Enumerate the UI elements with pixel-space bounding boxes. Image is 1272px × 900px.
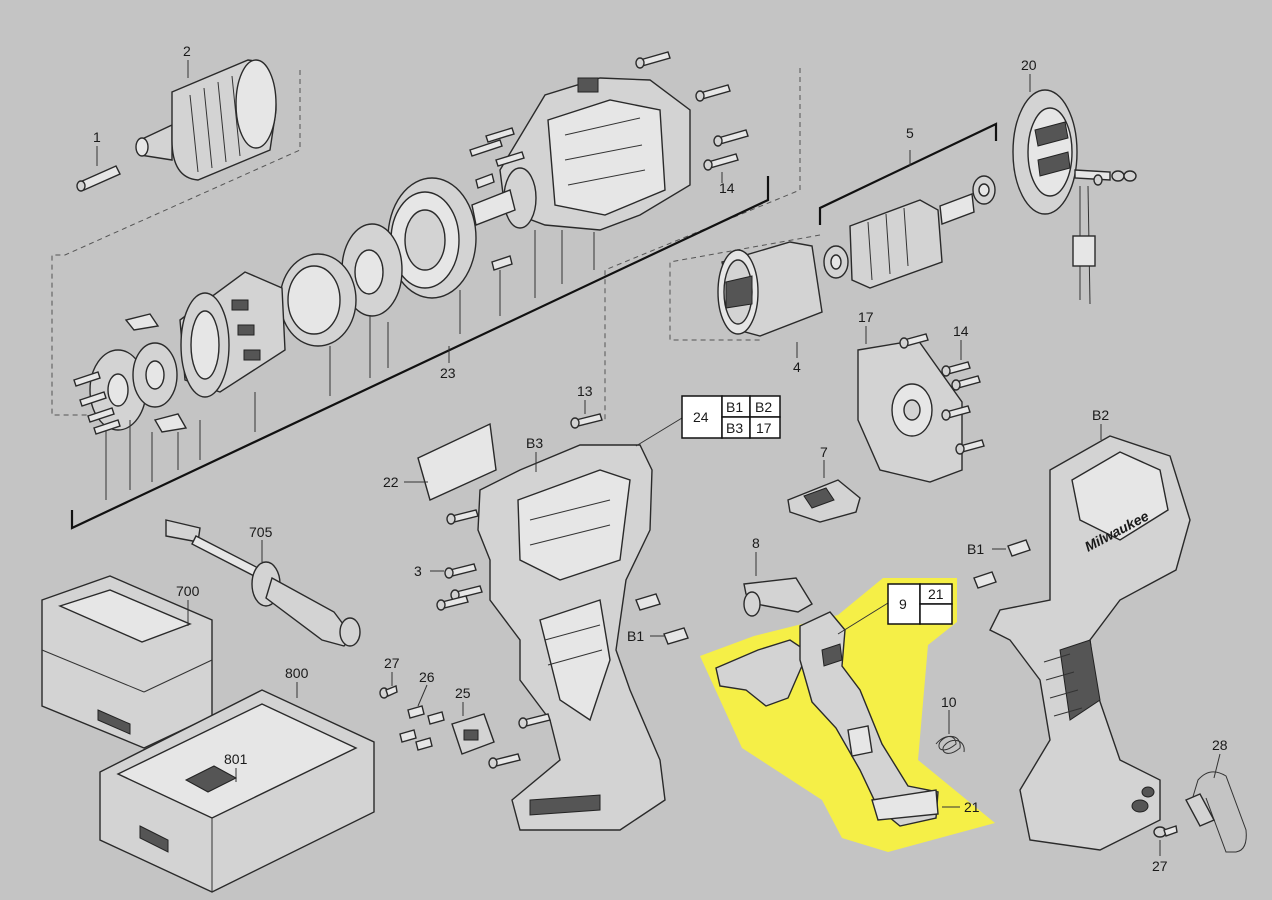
label-800: 800: [285, 665, 309, 681]
label-26: 26: [419, 669, 435, 685]
screw-27-left: [379, 685, 398, 699]
label-10: 10: [941, 694, 957, 710]
label-705: 705: [249, 524, 273, 540]
pins-b1-left: [635, 593, 689, 645]
housing-b3-part: [477, 444, 666, 831]
motor-bracket-part: [857, 339, 963, 483]
trigger-switch-part: [715, 611, 939, 827]
screws-clutch: [73, 371, 121, 435]
screw-27-right: [1153, 825, 1178, 838]
connector-25: [451, 713, 495, 755]
screws-board: [1093, 170, 1137, 186]
kit24-cell-b3: B3: [726, 420, 743, 436]
label-7: 7: [820, 444, 828, 460]
pins-gearbox: [469, 127, 525, 271]
label-2: 2: [183, 43, 191, 59]
screws-14-upper: [635, 51, 749, 171]
part-labels: 2 1 14 20 5 23 4 17 14 13 B3 22 3 B1 7 8…: [93, 43, 1228, 874]
rotor-part: [823, 175, 996, 289]
clutch-collar-part: [179, 271, 286, 398]
kit24-cell-b1: B1: [726, 399, 743, 415]
label-4: 4: [793, 359, 801, 375]
pins-b1-right: [973, 539, 1031, 589]
label-b2: B2: [1092, 407, 1109, 423]
label-sticker-part: [417, 422, 497, 501]
label-b3: B3: [526, 435, 543, 451]
label-b1-right: B1: [967, 541, 984, 557]
chuck-dash-outline: [51, 70, 301, 416]
label-1: 1: [93, 129, 101, 145]
brace-23: [70, 176, 770, 530]
stator-part: [717, 241, 823, 337]
clips-26: [399, 705, 445, 751]
leader-lines: [96, 60, 1221, 856]
label-14-lower: 14: [953, 323, 969, 339]
case-800-part: [99, 689, 375, 893]
label-801: 801: [224, 751, 248, 767]
label-27-right: 27: [1152, 858, 1168, 874]
belt-clip-part: [1185, 771, 1247, 853]
label-13: 13: [577, 383, 593, 399]
label-3: 3: [414, 563, 422, 579]
label-21: 21: [964, 799, 980, 815]
label-17: 17: [858, 309, 874, 325]
side-handle-part: [165, 519, 361, 647]
label-27-left: 27: [384, 655, 400, 671]
label-22: 22: [383, 474, 399, 490]
gear-housing-part: [499, 77, 691, 231]
kit24-cell-17: 17: [756, 420, 772, 436]
kit9-cell-21: 21: [928, 586, 944, 602]
screws-13-3: [436, 413, 603, 769]
kit24-cell-b2: B2: [755, 399, 772, 415]
brace-5: [818, 122, 998, 225]
label-b1-left: B1: [627, 628, 644, 644]
kit-box-9: 9 21: [887, 583, 953, 625]
clutch-disc-part: [279, 253, 357, 347]
kit24-main: 24: [693, 409, 709, 425]
ring-gear-part: [387, 177, 477, 299]
screws-14-lower: [899, 333, 985, 455]
fr-switch-part: [787, 479, 861, 523]
chuck-part: [135, 59, 277, 181]
stator-dash-outline: [669, 234, 821, 341]
trigger-lever-part: [743, 577, 813, 617]
housing-b2-part: [989, 435, 1191, 851]
label-28: 28: [1212, 737, 1228, 753]
kit9-main: 9: [899, 596, 907, 612]
label-20: 20: [1021, 57, 1037, 73]
kit-box-24: 24 B1 B2 B3 17: [681, 395, 781, 439]
spindle-shaft: [471, 189, 516, 226]
label-8: 8: [752, 535, 760, 551]
label-5: 5: [906, 125, 914, 141]
case-700-part: [41, 575, 213, 749]
spring-part: [935, 735, 965, 754]
label-25: 25: [455, 685, 471, 701]
label-23: 23: [440, 365, 456, 381]
screw-1: [76, 165, 121, 192]
label-14-top: 14: [719, 180, 735, 196]
electronics-board-part: [1012, 89, 1111, 305]
group-23-leads: [105, 172, 723, 500]
label-700: 700: [176, 583, 200, 599]
